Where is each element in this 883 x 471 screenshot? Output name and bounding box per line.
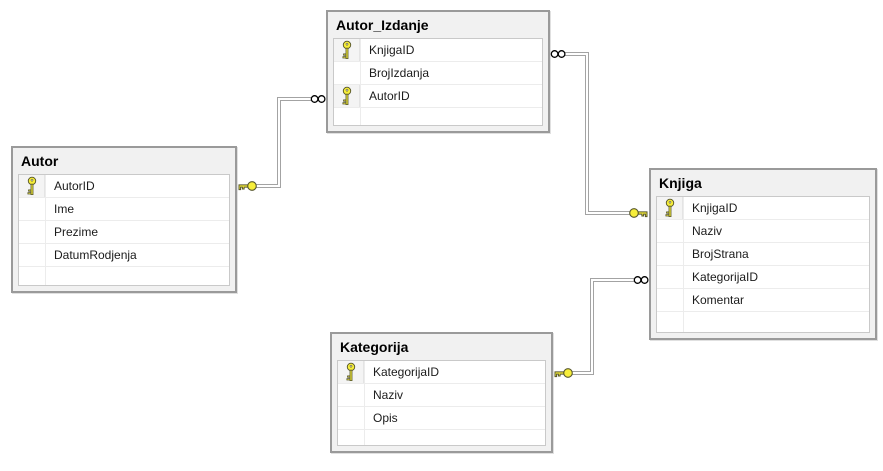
column-row[interactable]: Komentar — [657, 289, 869, 312]
key-cell-empty — [19, 198, 45, 220]
column-grid: KategorijaID Naziv Opis — [337, 360, 546, 446]
column-row[interactable]: Prezime — [19, 221, 229, 244]
table-title[interactable]: Autor — [21, 153, 59, 169]
primary-key-icon — [334, 39, 360, 61]
table-autor-izdanje[interactable]: Autor_Izdanje KnjigaID BrojIzdanja Autor… — [326, 10, 550, 133]
relationship-connector-knjiga-autorizdanje[interactable] — [565, 52, 635, 215]
table-title[interactable]: Autor_Izdanje — [336, 17, 429, 33]
key-cell-empty — [657, 220, 683, 242]
key-cell-empty — [19, 244, 45, 266]
column-grid: AutorID Ime Prezime DatumRodjenja — [18, 174, 230, 286]
column-row[interactable]: Naziv — [657, 220, 869, 243]
column-name: BrojIzdanja — [369, 65, 430, 80]
column-name: Prezime — [54, 224, 99, 239]
column-row[interactable]: KnjigaID — [657, 197, 869, 220]
many-side-infinity-icon — [310, 95, 326, 103]
column-row[interactable]: AutorID — [334, 85, 542, 108]
column-name: DatumRodjenja — [54, 247, 137, 262]
column-name: KnjigaID — [692, 200, 738, 215]
key-cell-empty — [657, 243, 683, 265]
primary-key-icon — [19, 175, 45, 197]
column-row[interactable]: BrojStrana — [657, 243, 869, 266]
key-cell-empty — [657, 266, 683, 288]
column-row[interactable]: Ime — [19, 198, 229, 221]
primary-key-icon — [657, 197, 683, 219]
column-name: KategorijaID — [373, 364, 440, 379]
column-row[interactable]: DatumRodjenja — [19, 244, 229, 267]
key-cell-empty — [657, 289, 683, 311]
column-name: Naziv — [373, 387, 404, 402]
table-kategorija[interactable]: Kategorija KategorijaID Naziv Opis — [330, 332, 553, 453]
column-row[interactable]: AutorID — [19, 175, 229, 198]
primary-key-icon — [338, 361, 364, 383]
primary-key-icon — [334, 85, 360, 107]
one-side-key-icon — [629, 208, 648, 218]
column-row[interactable]: KategorijaID — [338, 361, 545, 384]
column-name: Komentar — [692, 292, 745, 307]
key-cell-empty — [334, 62, 360, 84]
column-row[interactable]: BrojIzdanja — [334, 62, 542, 85]
column-row[interactable]: KnjigaID — [334, 39, 542, 62]
key-cell-empty — [338, 407, 364, 429]
one-side-key-icon — [554, 368, 573, 378]
column-grid: KnjigaID Naziv BrojStrana KategorijaID K… — [656, 196, 870, 333]
column-row[interactable]: KategorijaID — [657, 266, 869, 289]
column-name: AutorID — [369, 88, 410, 103]
many-side-infinity-icon — [633, 276, 649, 284]
table-title[interactable]: Kategorija — [340, 339, 409, 355]
one-side-key-icon — [238, 181, 257, 191]
column-name: KategorijaID — [692, 269, 759, 284]
many-side-infinity-icon — [550, 50, 566, 58]
column-name: BrojStrana — [692, 246, 749, 261]
relationship-connector-kategorija-knjiga[interactable] — [567, 278, 634, 375]
table-knjiga[interactable]: Knjiga KnjigaID Naziv BrojStrana Kategor… — [649, 168, 877, 340]
column-name: Ime — [54, 201, 75, 216]
key-cell-empty — [19, 221, 45, 243]
column-name: Naziv — [692, 223, 723, 238]
column-name: KnjigaID — [369, 42, 415, 57]
table-autor[interactable]: Autor AutorID Ime Prezime DatumRodjenja — [11, 146, 237, 293]
column-name: Opis — [373, 410, 398, 425]
column-grid: KnjigaID BrojIzdanja AutorID — [333, 38, 543, 126]
table-title[interactable]: Knjiga — [659, 175, 702, 191]
column-name: AutorID — [54, 178, 95, 193]
column-row[interactable]: Opis — [338, 407, 545, 430]
column-row[interactable]: Naziv — [338, 384, 545, 407]
relationship-connector-autor-autorizdanje[interactable] — [256, 97, 311, 188]
key-cell-empty — [338, 384, 364, 406]
